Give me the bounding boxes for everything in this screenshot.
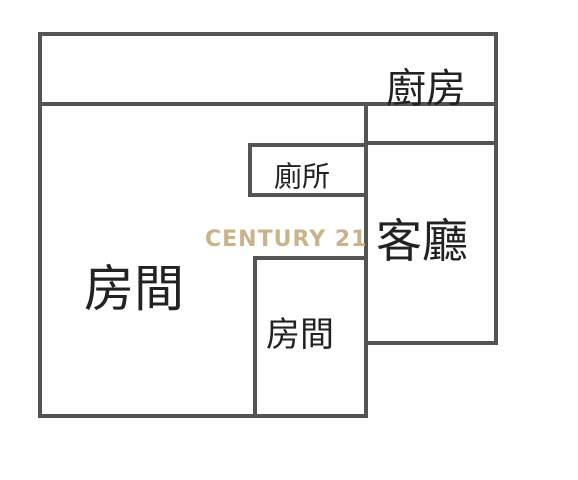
living-room-wall	[364, 141, 498, 345]
bedroom-small-wall	[253, 256, 368, 418]
bedroom-large-label: 房間	[84, 260, 184, 318]
century21-watermark: CENTURY 21	[205, 227, 367, 252]
walls	[38, 32, 498, 418]
bedroom-small-label: 房間	[266, 315, 334, 355]
bathroom-wall	[248, 143, 368, 197]
living-room-label: 客廳	[376, 214, 468, 268]
watermark-brand: CENTURY 21	[205, 227, 367, 252]
kitchen-label: 廚房	[386, 66, 466, 112]
bathroom-label: 廁所	[274, 160, 330, 193]
